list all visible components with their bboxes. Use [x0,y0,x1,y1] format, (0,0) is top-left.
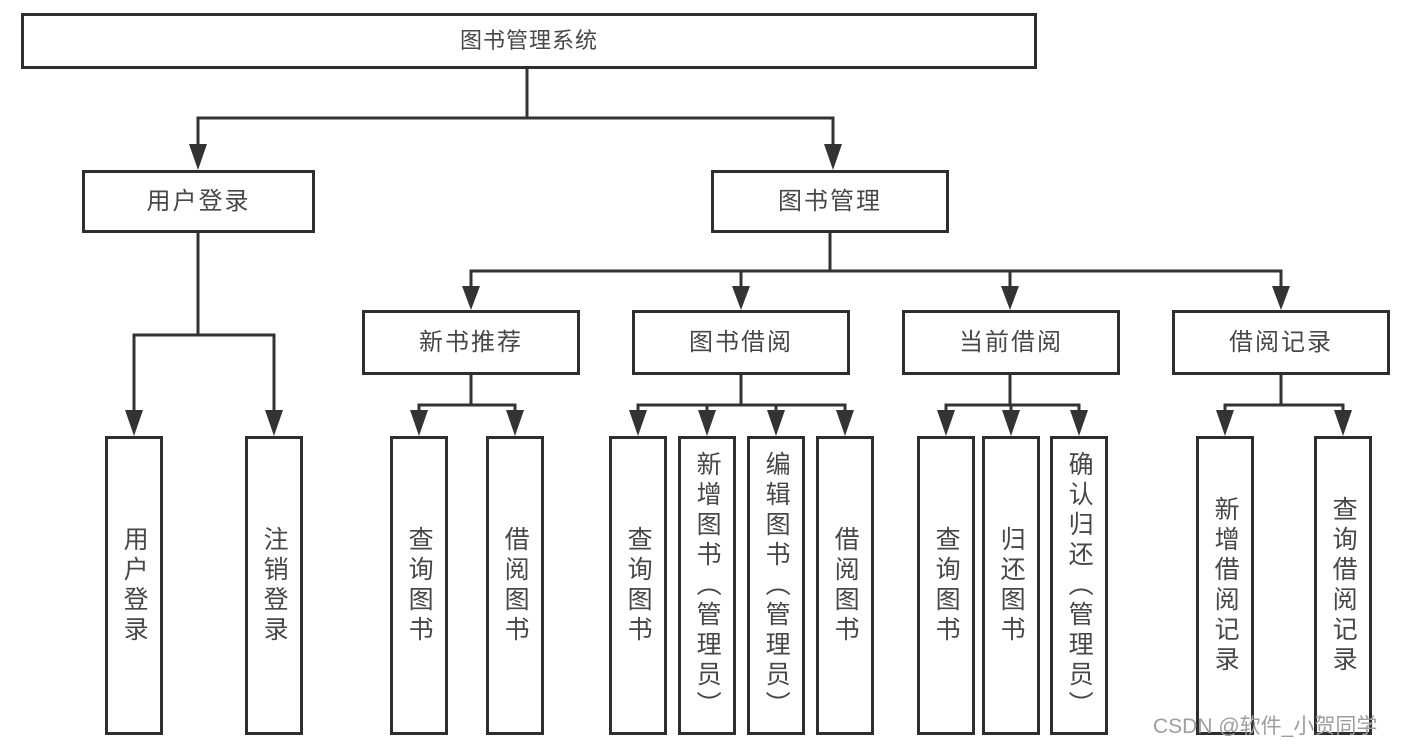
connector-user-login-children [125,233,283,436]
leaf-records-add-record-label: 新增借阅记录 [1211,495,1240,676]
connector-book-borrow-children [629,375,854,436]
leaf-borrow-query-books-label: 查询图书 [624,525,653,646]
connector-new-book-children [410,375,524,436]
leaf-current-confirm-return-admin-label: 确认归还（管理员） [1065,450,1094,721]
node-borrow-records: 借阅记录 [1172,310,1390,375]
leaf-records-add-record: 新增借阅记录 [1196,436,1254,735]
node-borrow-records-label: 借阅记录 [1229,328,1333,356]
leaf-current-confirm-return-admin: 确认归还（管理员） [1050,436,1108,735]
leaf-current-return-books-label: 归还图书 [997,525,1026,646]
connector-current-borrow-children [937,375,1088,436]
node-new-book-recommend-label: 新书推荐 [419,328,523,356]
connector-borrow-records-children [1216,375,1352,436]
node-user-login-label: 用户登录 [146,187,251,215]
leaf-records-query-record-label: 查询借阅记录 [1329,495,1358,676]
node-new-book-recommend: 新书推荐 [362,310,580,375]
leaf-borrow-query-books: 查询图书 [609,436,667,735]
leaf-current-query-books: 查询图书 [917,436,975,735]
leaf-user-login-label: 用户登录 [120,525,149,646]
leaf-newbook-query-books: 查询图书 [390,436,448,735]
leaf-newbook-borrow-books-label: 借阅图书 [501,525,530,646]
leaf-borrow-borrow-books-label: 借阅图书 [831,525,860,646]
leaf-borrow-edit-books-admin: 编辑图书（管理员） [747,436,805,735]
leaf-newbook-query-books-label: 查询图书 [405,525,434,646]
leaf-logout-label: 注销登录 [260,525,289,646]
leaf-logout: 注销登录 [245,436,303,735]
leaf-current-query-books-label: 查询图书 [932,525,961,646]
leaf-borrow-add-books-admin-label: 新增图书（管理员） [693,450,722,721]
leaf-newbook-borrow-books: 借阅图书 [486,436,544,735]
node-user-login: 用户登录 [82,170,315,233]
node-root-label: 图书管理系统 [459,28,598,53]
leaf-borrow-borrow-books: 借阅图书 [816,436,874,735]
connector-root-to-level1 [189,69,842,170]
leaf-user-login: 用户登录 [105,436,163,735]
node-root: 图书管理系统 [21,13,1037,69]
leaf-borrow-add-books-admin: 新增图书（管理员） [678,436,736,735]
leaf-records-query-record: 查询借阅记录 [1314,436,1372,735]
csdn-watermark: CSDN @软件_小贺同学 [1153,715,1378,738]
node-current-borrow-label: 当前借阅 [959,328,1063,356]
node-book-management: 图书管理 [711,170,949,233]
leaf-current-return-books: 归还图书 [982,436,1040,735]
connector-book-management-children [462,233,1290,310]
node-book-borrow-label: 图书借阅 [689,328,793,356]
node-current-borrow: 当前借阅 [902,310,1120,375]
leaf-borrow-edit-books-admin-label: 编辑图书（管理员） [762,450,791,721]
node-book-borrow: 图书借阅 [632,310,850,375]
node-book-management-label: 图书管理 [778,187,882,215]
